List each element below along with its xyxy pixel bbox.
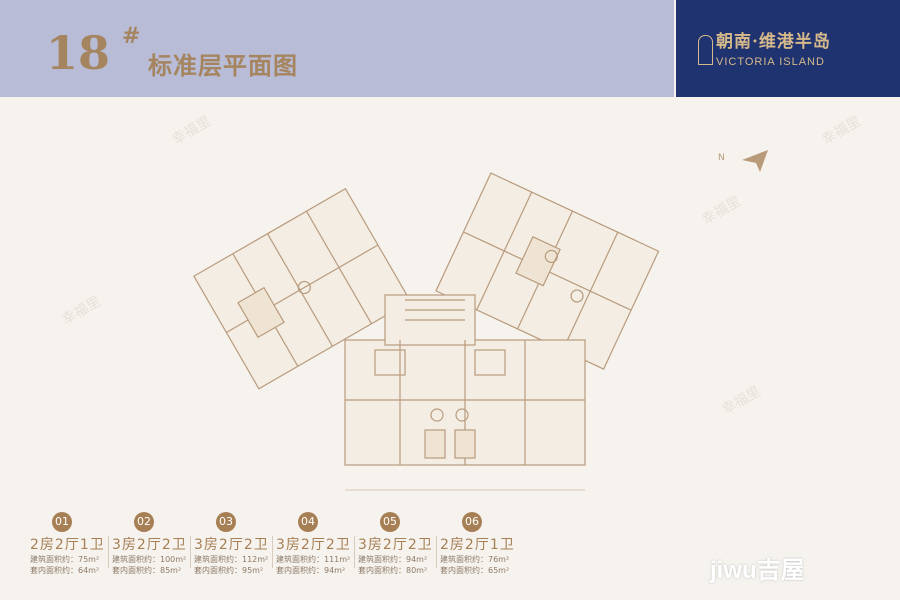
unit-06: 06 2房2厅1卫建筑面积约：76m² 套内面积约：65m² (440, 512, 520, 576)
left-wing (193, 187, 412, 390)
header-band (0, 0, 674, 97)
divider (190, 536, 191, 568)
unit-04: 04 3房2厅2卫建筑面积约：111m² 套内面积约：94m² (276, 512, 356, 576)
unit-number: 03 (216, 512, 236, 532)
unit-01: 01 2房2厅1卫建筑面积约：75m² 套内面积约：64m² (30, 512, 110, 576)
unit-type: 3房2厅2卫 (358, 537, 433, 553)
net-area: 套内面积约：65m² (440, 566, 510, 575)
unit-number: 02 (134, 512, 154, 532)
jiwu-watermark-logo: jiwu吉屋 (710, 557, 805, 584)
unit-type: 2房2厅1卫 (30, 537, 105, 553)
unit-number: 05 (380, 512, 400, 532)
compass-label: N (718, 153, 725, 163)
unit-03: 03 3房2厅2卫建筑面积约：112m² 套内面积约：95m² (194, 512, 274, 576)
unit-type: 3房2厅2卫 (112, 537, 187, 553)
gross-area: 建筑面积约：94m² (358, 555, 428, 564)
page-title: 标准层平面图 (148, 51, 298, 80)
gross-area: 建筑面积约：112m² (194, 555, 269, 564)
divider (354, 536, 355, 568)
unit-02: 02 3房2厅2卫建筑面积约：100m² 套内面积约：85m² (112, 512, 192, 576)
divider (272, 536, 273, 568)
divider (436, 536, 437, 568)
net-area: 套内面积约：85m² (112, 566, 182, 575)
gross-area: 建筑面积约：111m² (276, 555, 351, 564)
building-number: 18 (46, 26, 111, 80)
divider (108, 536, 109, 568)
unit-type: 2房2厅1卫 (440, 537, 515, 553)
logo-cn: 朝南·维港半岛 (716, 32, 831, 52)
net-area: 套内面积约：64m² (30, 566, 100, 575)
compass-icon (742, 150, 768, 172)
center-block (344, 294, 586, 491)
unit-number: 06 (462, 512, 482, 532)
brand-logo: 朝南·维港半岛 VICTORIA ISLAND (676, 0, 900, 97)
unit-type: 3房2厅2卫 (194, 537, 269, 553)
unit-type: 3房2厅2卫 (276, 537, 351, 553)
unit-number: 04 (298, 512, 318, 532)
unit-number: 01 (52, 512, 72, 532)
gross-area: 建筑面积约：76m² (440, 555, 510, 564)
net-area: 套内面积约：95m² (194, 566, 264, 575)
arch-icon (698, 35, 713, 65)
logo-en: VICTORIA ISLAND (716, 56, 825, 68)
building-hash: # (122, 23, 141, 49)
right-wing (435, 172, 660, 370)
net-area: 套内面积约：94m² (276, 566, 346, 575)
gross-area: 建筑面积约：75m² (30, 555, 100, 564)
net-area: 套内面积约：80m² (358, 566, 428, 575)
gross-area: 建筑面积约：100m² (112, 555, 187, 564)
unit-05: 05 3房2厅2卫建筑面积约：94m² 套内面积约：80m² (358, 512, 438, 576)
